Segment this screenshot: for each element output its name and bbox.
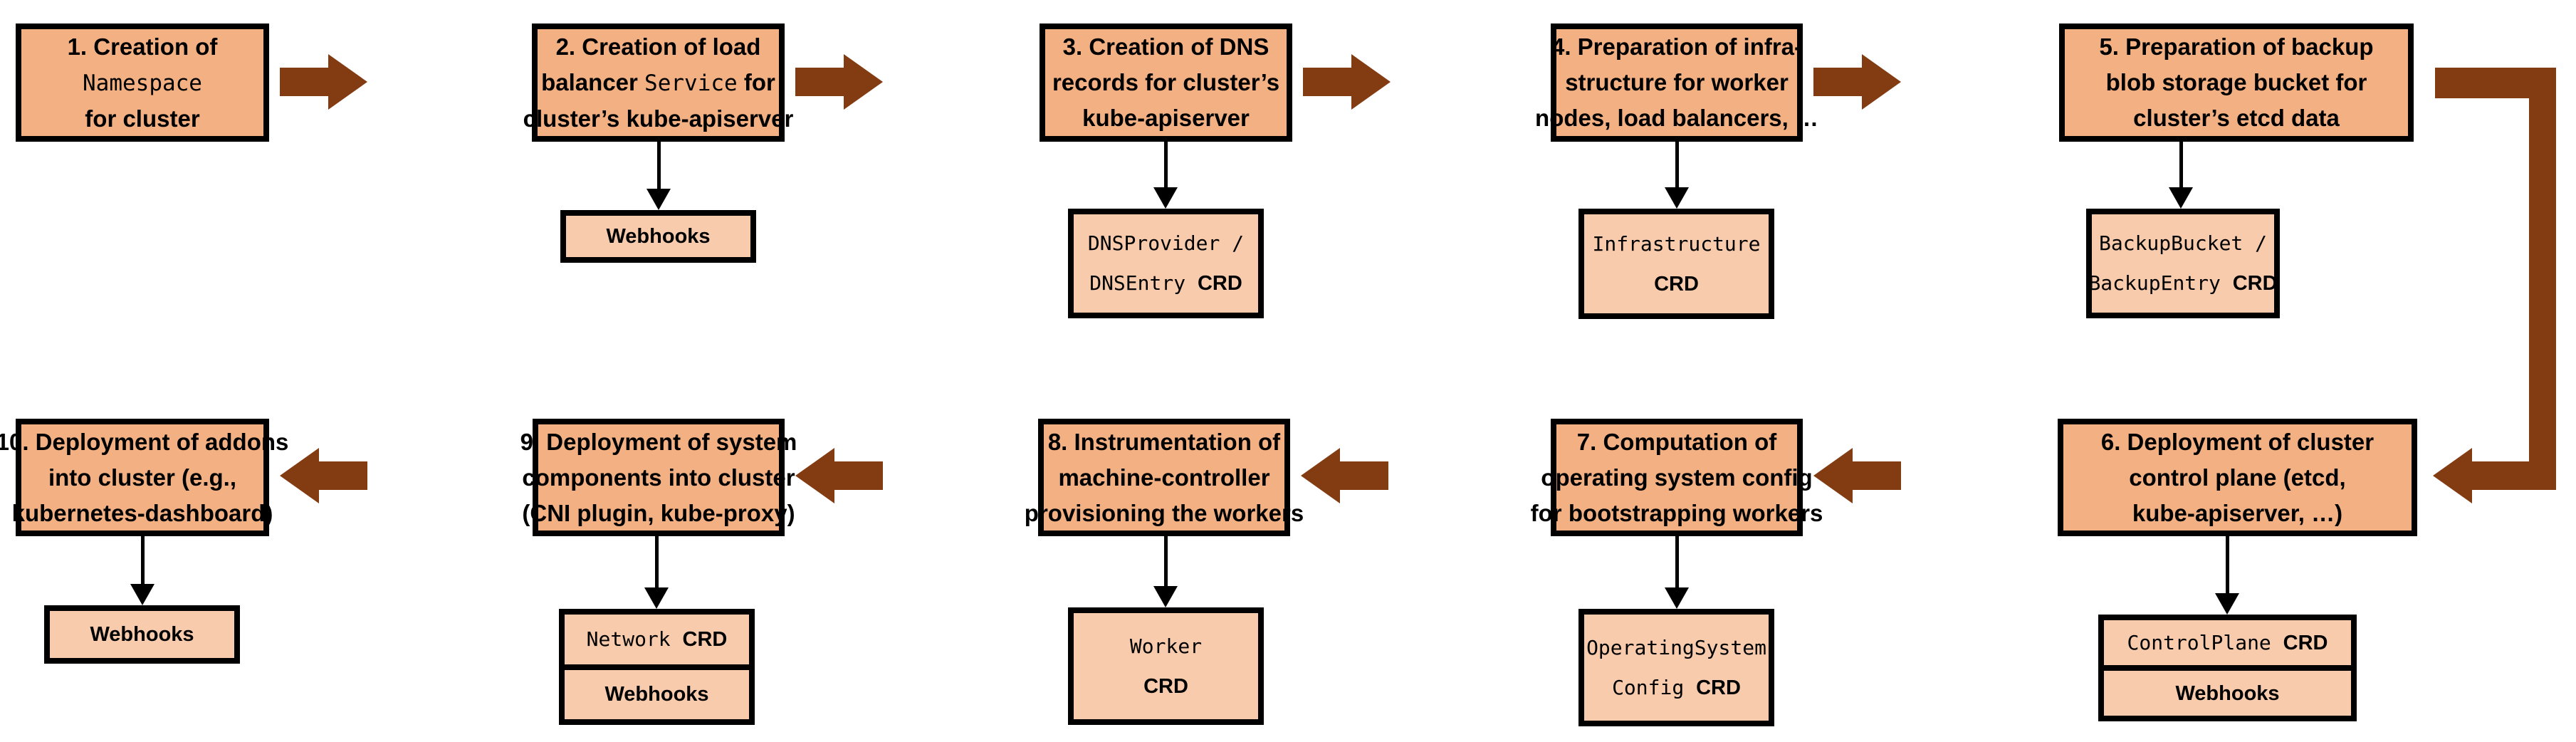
step-6-crd-label: ControlPlane CRD (2127, 630, 2328, 654)
step-5-crd-box: BackupBucket /BackupEntry CRD (2086, 209, 2280, 318)
drop-connector-4-icon (1665, 142, 1689, 209)
step-9-crd-label: Network CRD (586, 627, 728, 651)
flow-arrow-9-to-10-icon (280, 448, 367, 503)
step-6-crd-cell: ControlPlane CRD (2104, 620, 2351, 665)
step-3-crd-label: DNSProvider /DNSEntry CRD (1087, 231, 1245, 295)
drop-connector-8-icon (1153, 536, 1178, 607)
drop-connector-9-icon (644, 536, 669, 609)
step-9-webhooks-label: Webhooks (604, 683, 709, 706)
drop-connector-7-icon (1665, 536, 1689, 609)
flow-arrow-2-to-3-icon (795, 54, 883, 110)
flow-arrow-1-to-2-icon (280, 54, 367, 110)
step-2-webhooks-box: Webhooks (560, 210, 756, 263)
step-10-webhooks-label: Webhooks (90, 623, 194, 646)
flow-arrow-3-to-4-icon (1303, 54, 1391, 110)
step-9-crd-webhooks-box: Network CRD Webhooks (559, 609, 755, 725)
step-6-crd-webhooks-box: ControlPlane CRD Webhooks (2098, 615, 2357, 721)
flow-arrow-4-to-5-icon (1813, 54, 1901, 110)
step-9-crd-cell: Network CRD (565, 615, 749, 664)
step-6-webhooks-label: Webhooks (2175, 681, 2280, 705)
step-10-webhooks-box: Webhooks (44, 605, 240, 664)
drop-connector-3-icon (1153, 142, 1178, 209)
flow-arrow-8-to-9-icon (795, 448, 883, 503)
flow-arrow-7-to-8-icon (1301, 448, 1388, 503)
step-3-crd-box: DNSProvider /DNSEntry CRD (1068, 209, 1264, 318)
drop-connector-10-icon (130, 536, 155, 605)
drop-connector-2-icon (646, 142, 671, 210)
step-9-webhooks-cell: Webhooks (565, 664, 749, 720)
drop-connector-6-icon (2215, 536, 2239, 615)
drop-connector-5-icon (2169, 142, 2193, 209)
step-4-title: 4. Preparation of infra-structure for wo… (1535, 33, 1818, 131)
step-2-webhooks-label: Webhooks (606, 225, 711, 248)
step-5-crd-label: BackupBucket /BackupEntry CRD (2088, 231, 2278, 295)
flow-arrow-6-to-7-icon (1813, 448, 1901, 503)
step-4-box: 4. Preparation of infra-structure for wo… (1535, 23, 1818, 142)
step-6-webhooks-cell: Webhooks (2104, 665, 2351, 716)
